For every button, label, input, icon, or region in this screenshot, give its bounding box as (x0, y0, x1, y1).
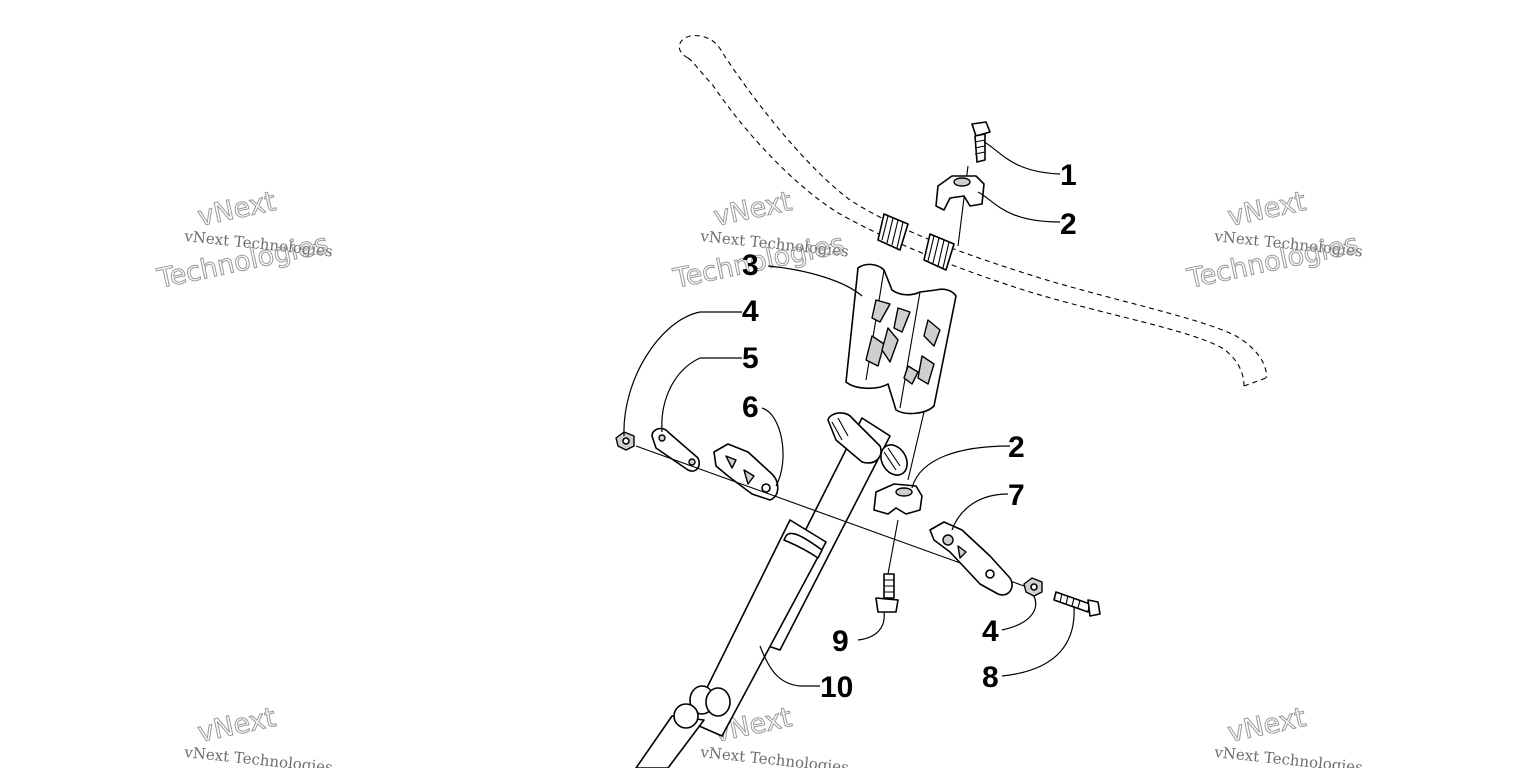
watermark-text: vNext Technologies (183, 743, 334, 768)
callout-10: 10 (820, 671, 853, 704)
callout-4-right: 4 (982, 615, 999, 648)
watermark-bottom-right: vNext vNext Technologies (1213, 702, 1364, 768)
callout-1: 1 (1060, 159, 1077, 192)
watermark-left: vNext vNext Technologies Technologies (154, 186, 334, 296)
leader-lines (623, 141, 1075, 687)
watermark-vnext: vNext (195, 186, 279, 233)
riser-block-icon (845, 263, 957, 415)
watermark-right: vNext vNext Technologies Technologies (1184, 186, 1364, 296)
callout-3: 3 (742, 249, 759, 282)
bolt-icon (971, 121, 991, 163)
handlebar-phantom (678, 35, 1267, 387)
lower-clamp-cap-icon (873, 483, 923, 515)
assembly-line-lower (907, 411, 925, 481)
callout-9: 9 (832, 625, 849, 658)
nut-right-icon (1023, 577, 1043, 597)
steering-post-icon (635, 412, 908, 768)
knurled-section (877, 213, 955, 271)
watermark-bottom-left: vNext vNext Technologies (183, 702, 334, 768)
nut-left-icon (615, 431, 635, 451)
callout-2-upper: 2 (1060, 208, 1077, 241)
flange-bolt-icon (875, 573, 899, 613)
watermark-text: vNext Technologies (699, 743, 850, 768)
callout-6: 6 (742, 391, 759, 424)
watermark-text: vNext Technologies (1213, 743, 1364, 768)
upper-clamp-cap-icon (935, 175, 985, 211)
watermark-vnext: vNext (711, 186, 795, 233)
callout-7: 7 (1008, 479, 1025, 512)
bracket-left-icon (713, 443, 779, 501)
callout-2-lower: 2 (1008, 431, 1025, 464)
assembly-line-bottom (887, 519, 899, 575)
callout-8: 8 (982, 661, 999, 694)
callout-4-left: 4 (742, 295, 759, 328)
watermark-vnext: vNext (1225, 702, 1309, 749)
watermark-vnext: vNext (1225, 186, 1309, 233)
watermark-vnext: vNext (195, 702, 279, 749)
bracket-right-icon (929, 521, 1013, 596)
long-bolt-icon (1053, 591, 1101, 617)
callout-5: 5 (742, 342, 759, 375)
link-plate-icon (651, 427, 701, 472)
